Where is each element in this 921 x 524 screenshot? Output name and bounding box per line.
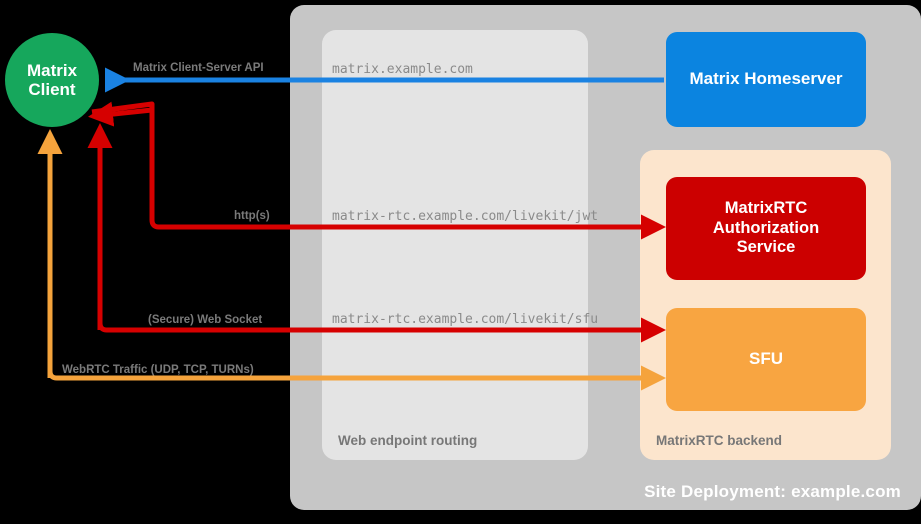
web-endpoint-routing-label: Web endpoint routing — [338, 433, 478, 448]
flow-label-https: http(s) — [234, 210, 270, 222]
node-matrix-homeserver[interactable]: Matrix Homeserver — [666, 32, 866, 127]
site-deployment-label: Site Deployment: example.com — [644, 482, 901, 501]
matrix-client-line2: Client — [28, 80, 76, 99]
flow-arrow-https-in — [88, 101, 153, 127]
auth-service-line1: MatrixRTC — [724, 199, 808, 218]
auth-service-line3: Service — [736, 238, 796, 257]
endpoint-url-livekit-sfu: matrix-rtc.example.com/livekit/sfu — [332, 312, 599, 327]
node-sfu[interactable]: SFU — [666, 308, 866, 411]
auth-service-line2: Authorization — [712, 218, 820, 237]
flow-label-cs-api: Matrix Client-Server API — [133, 62, 264, 74]
matrixrtc-backend-label: MatrixRTC backend — [656, 433, 783, 448]
node-matrixrtc-authorization-service[interactable]: MatrixRTC Authorization Service — [666, 177, 866, 280]
matrix-homeserver-label: Matrix Homeserver — [689, 69, 843, 89]
sfu-label: SFU — [749, 349, 783, 369]
endpoint-url-livekit-jwt: matrix-rtc.example.com/livekit/jwt — [332, 209, 599, 224]
flow-label-web-socket: (Secure) Web Socket — [148, 314, 263, 326]
endpoint-url-matrix: matrix.example.com — [332, 62, 473, 77]
web-endpoint-routing-container: Web endpoint routing — [322, 30, 588, 460]
node-matrix-client[interactable]: Matrix Client — [5, 33, 99, 127]
flow-label-webrtc-traffic: WebRTC Traffic (UDP, TCP, TURNs) — [62, 364, 254, 376]
matrix-client-line1: Matrix — [26, 60, 78, 80]
